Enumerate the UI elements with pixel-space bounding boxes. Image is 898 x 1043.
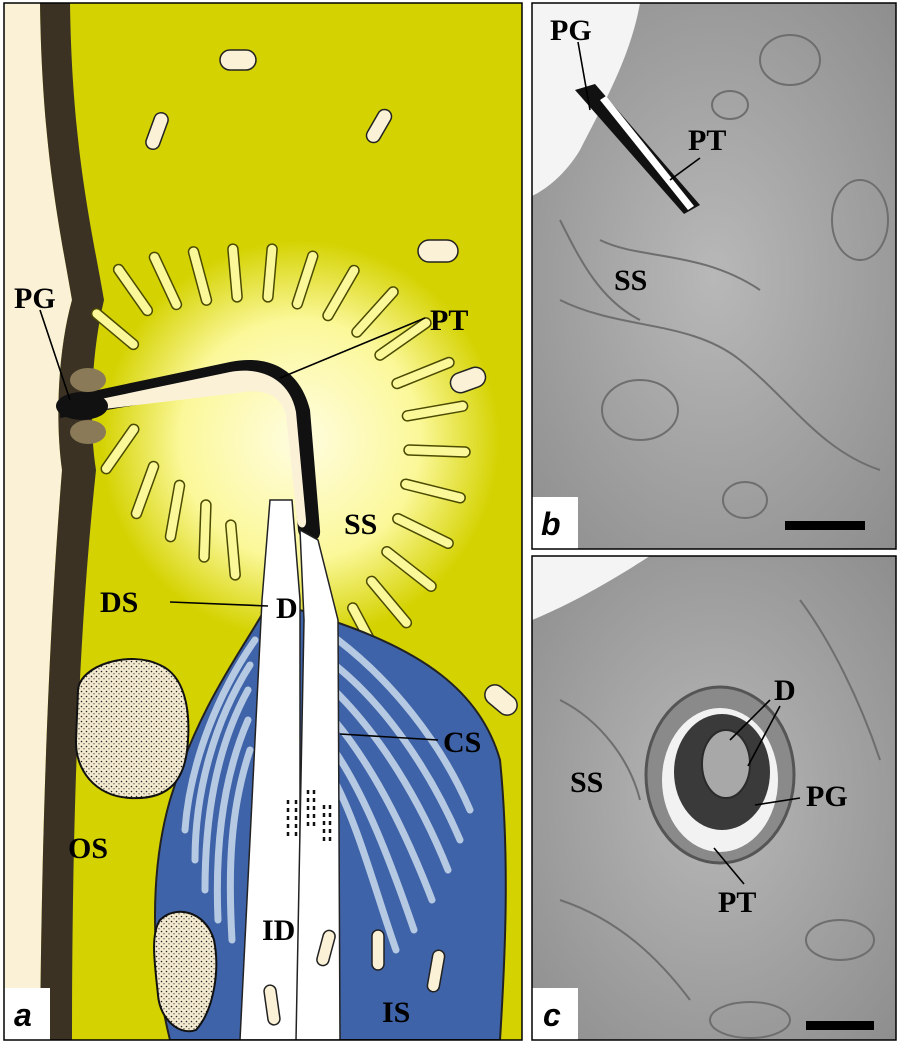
label-a-pg: PG bbox=[14, 282, 56, 315]
label-c-pt: PT bbox=[718, 886, 756, 919]
panel-c-dendrite bbox=[702, 730, 750, 798]
label-a-id: ID bbox=[262, 914, 295, 947]
label-a-d: D bbox=[276, 592, 298, 625]
label-a-ss: SS bbox=[344, 508, 377, 541]
panel-b-scale-bar bbox=[785, 521, 865, 530]
panel-c-scale-bar bbox=[806, 1021, 874, 1030]
label-b-pg: PG bbox=[550, 14, 592, 47]
label-a-os: OS bbox=[68, 832, 108, 865]
label-b-ss: SS bbox=[614, 264, 647, 297]
pore-collar-top bbox=[70, 368, 106, 392]
label-c-d: D bbox=[774, 674, 796, 707]
panel-a: PG PT SS DS D CS OS ID IS a bbox=[4, 3, 522, 1040]
label-a-is: IS bbox=[382, 996, 410, 1029]
panel-c: D SS PG PT c bbox=[532, 556, 896, 1040]
label-a-cs: CS bbox=[443, 726, 481, 759]
panel-c-letter: c bbox=[543, 997, 561, 1033]
label-c-ss: SS bbox=[570, 766, 603, 799]
nucleus-inner bbox=[154, 912, 216, 1031]
panel-a-letter: a bbox=[14, 997, 32, 1033]
panel-b: PG PT SS b bbox=[532, 3, 896, 549]
pore-collar-bottom bbox=[70, 420, 106, 444]
label-b-pt: PT bbox=[688, 124, 726, 157]
panel-b-letter: b bbox=[541, 506, 561, 542]
label-a-ds: DS bbox=[100, 586, 138, 619]
label-c-pg: PG bbox=[806, 780, 848, 813]
nucleus-outer bbox=[76, 659, 188, 798]
pore-plug bbox=[56, 392, 108, 420]
label-a-pt: PT bbox=[430, 304, 468, 337]
